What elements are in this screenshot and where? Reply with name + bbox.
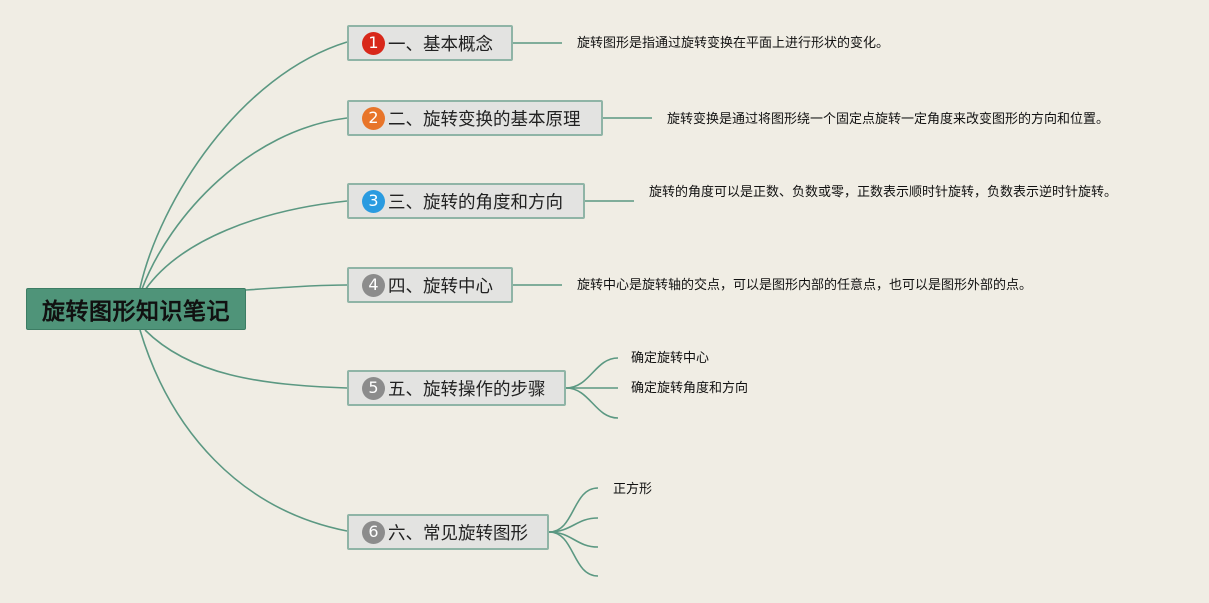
number-badge-4: 4: [362, 273, 385, 297]
number-badge-6: 6: [362, 520, 385, 544]
desc-rotation-center: 旋转中心是旋转轴的交点，可以是图形内部的任意点，也可以是图形外部的点。: [577, 278, 1033, 293]
number-badge-5: 5: [362, 376, 385, 400]
number-badge-3: 3: [362, 189, 385, 213]
topic-label-4: 四、旋转中心: [388, 276, 493, 297]
topic-rotation-principle[interactable]: 2 二、旋转变换的基本原理: [347, 100, 603, 136]
topic-label-5: 五、旋转操作的步骤: [388, 379, 546, 400]
root-title: 旋转图形知识笔记: [42, 299, 230, 325]
topic-rotation-center[interactable]: 4 四、旋转中心: [347, 267, 513, 303]
subtopic-determine-angle-direction[interactable]: 确定旋转角度和方向: [631, 381, 749, 396]
subtopic-square[interactable]: 正方形: [613, 482, 653, 497]
topic-angle-direction[interactable]: 3 三、旋转的角度和方向: [347, 183, 585, 219]
topic-common-shapes[interactable]: 6 六、常见旋转图形: [347, 514, 549, 550]
desc-angle-direction: 旋转的角度可以是正数、负数或零，正数表示顺时针旋转，负数表示逆时针旋转。: [649, 185, 1118, 200]
root-topic[interactable]: 旋转图形知识笔记: [26, 288, 246, 330]
topic-label-2: 二、旋转变换的基本原理: [388, 109, 581, 130]
topic-label-6: 六、常见旋转图形: [388, 523, 528, 544]
desc-basic-concept: 旋转图形是指通过旋转变换在平面上进行形状的变化。: [577, 36, 890, 51]
number-badge-1: 1: [362, 31, 385, 55]
topic-basic-concept[interactable]: 1 一、基本概念: [347, 25, 513, 61]
number-badge-2: 2: [362, 106, 385, 130]
topic-label-3: 三、旋转的角度和方向: [388, 192, 563, 213]
desc-rotation-principle: 旋转变换是通过将图形绕一个固定点旋转一定角度来改变图形的方向和位置。: [667, 112, 1110, 127]
subtopic-determine-center[interactable]: 确定旋转中心: [631, 351, 710, 366]
topic-label-1: 一、基本概念: [388, 34, 493, 55]
topic-rotation-steps[interactable]: 5 五、旋转操作的步骤: [347, 370, 566, 406]
